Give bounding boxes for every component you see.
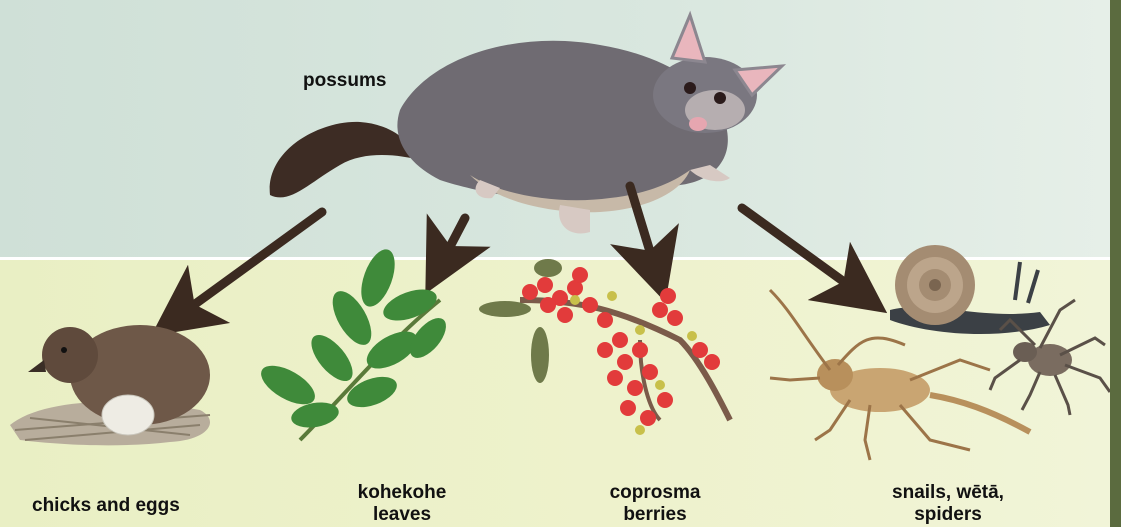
chick-nest-illustration [10, 325, 210, 445]
label-kohekohe-leaves: kohekohe leaves [352, 482, 452, 526]
label-snails-weta-spiders: snails, wētā, spiders [878, 482, 1018, 526]
arrow-to-chicks [180, 212, 322, 315]
label-possums: possums [303, 70, 386, 92]
snail-illustration [890, 245, 1050, 334]
kohekohe-leaves-illustration [255, 245, 453, 440]
label-coprosma-berries: coprosma berries [600, 482, 710, 526]
food-arrows [180, 186, 858, 315]
possum-illustration [270, 15, 782, 233]
label-chicks-and-eggs: chicks and eggs [32, 495, 180, 517]
coprosma-berries-illustration [479, 259, 730, 435]
page-edge-bar [1110, 0, 1121, 527]
arrow-to-kohekohe [442, 218, 465, 262]
arrow-to-invertebrates [742, 208, 858, 292]
